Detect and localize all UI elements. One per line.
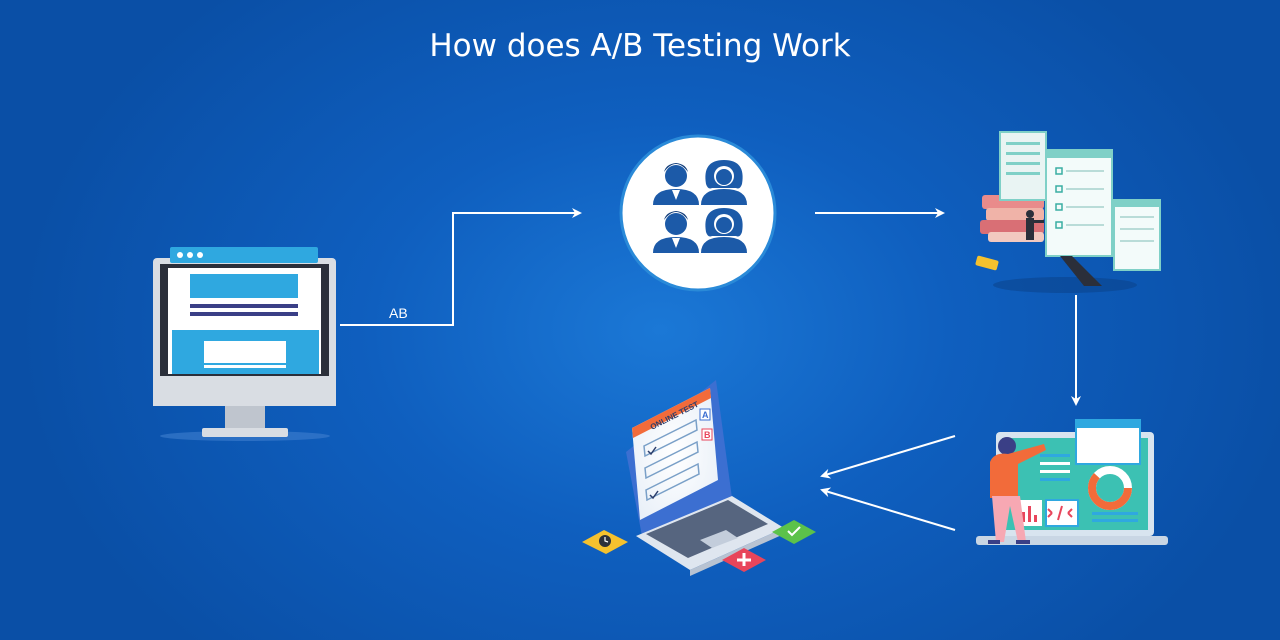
analytics-screens-icon xyxy=(975,131,1161,293)
female-user-icon xyxy=(701,160,747,205)
dashboard-laptop-icon xyxy=(976,419,1168,545)
check-badge-icon xyxy=(772,520,816,544)
arrow-dashboard-to-test-upper xyxy=(820,435,956,479)
connector-arrows xyxy=(340,208,1081,531)
option-b-label: B xyxy=(704,430,711,440)
desktop-monitor-icon xyxy=(153,247,336,441)
diagram-title: How does A/B Testing Work xyxy=(429,28,851,64)
arrow-desktop-to-users xyxy=(340,208,582,326)
online-test-laptop-icon: ONLINE TEST A B xyxy=(582,380,816,576)
connector-label-ab: AB xyxy=(389,305,408,321)
male-user-icon xyxy=(653,211,699,253)
female-user-icon xyxy=(701,208,747,253)
clock-badge-icon xyxy=(582,530,628,554)
plus-badge-icon xyxy=(722,548,766,572)
male-user-icon xyxy=(653,163,699,205)
user-group-icon xyxy=(619,134,777,292)
question-rows xyxy=(643,418,700,502)
option-a-label: A xyxy=(702,410,709,420)
arrow-dashboard-to-test-lower xyxy=(820,487,956,531)
